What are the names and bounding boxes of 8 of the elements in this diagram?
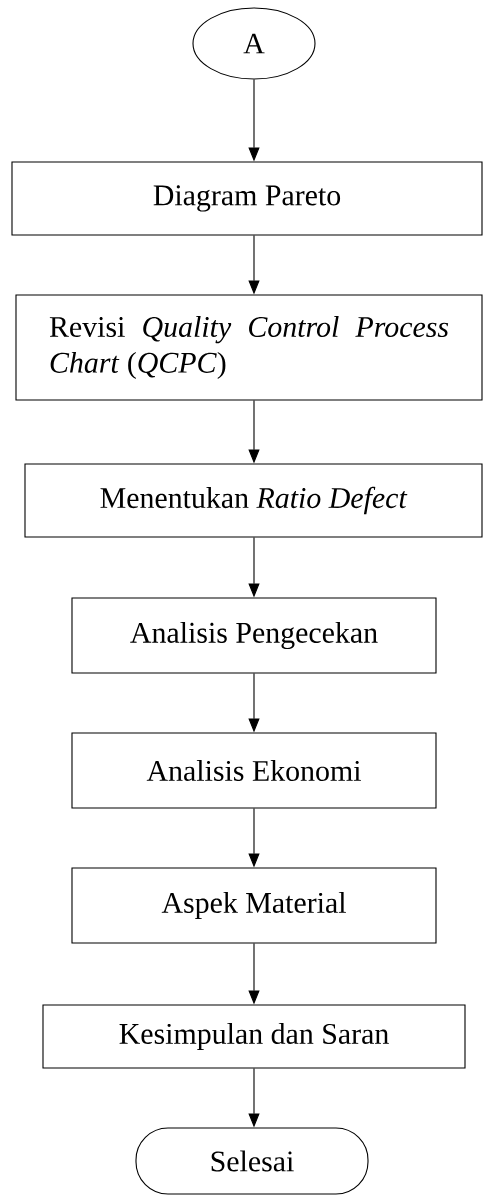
process-box: Revisi Quality Control Process Chart (QCPC) [15, 294, 483, 401]
process-box: Analisis Pengecekan [71, 597, 437, 674]
terminal-stadium: Selesai [135, 1127, 369, 1195]
process-box: Aspek Material [71, 867, 437, 944]
process-box: Kesimpulan dan Saran [42, 1004, 466, 1069]
process-box: Diagram Pareto [11, 161, 483, 236]
process-box: Menentukan Ratio Defect [24, 463, 483, 538]
process-box: Analisis Ekonomi [71, 732, 437, 809]
